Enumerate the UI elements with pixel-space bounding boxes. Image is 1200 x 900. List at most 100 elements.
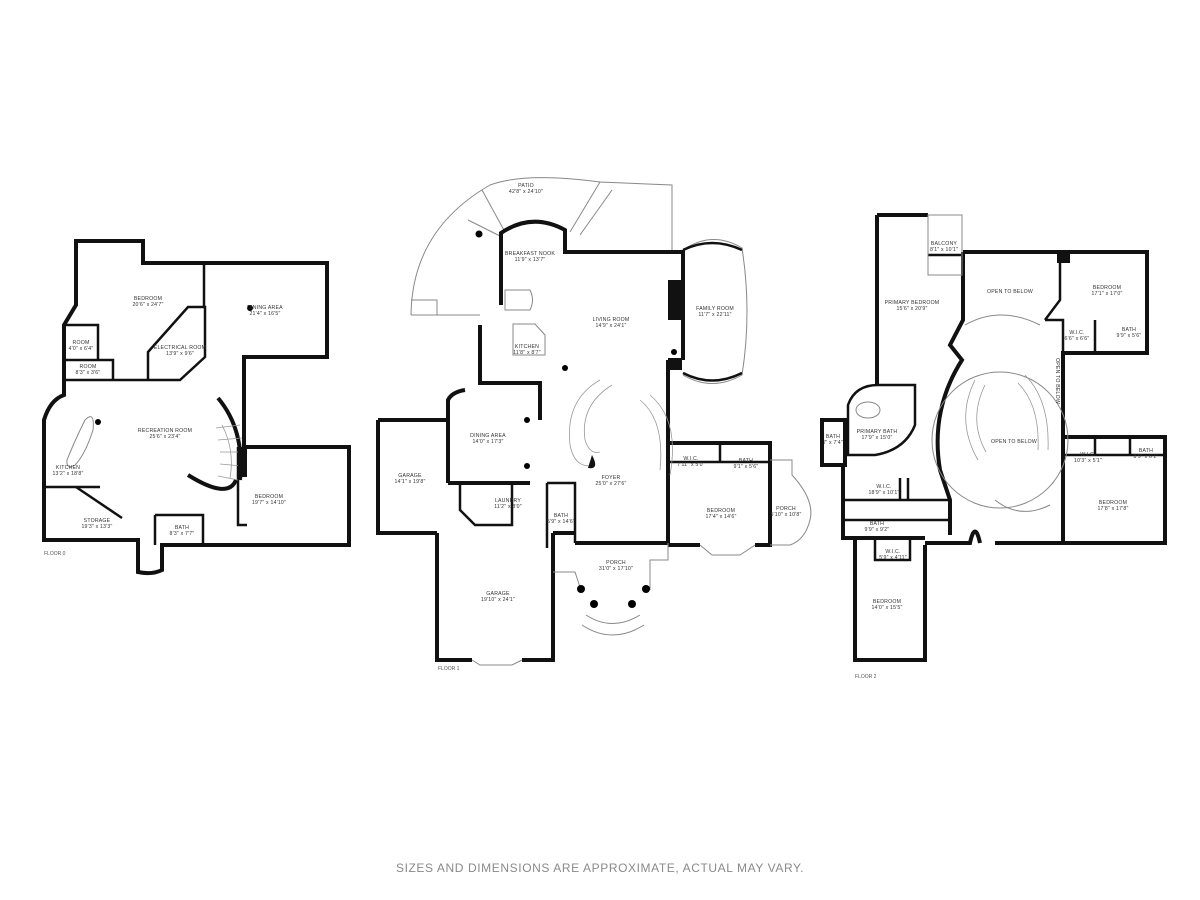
room-dims: 21'4" x 16'5" bbox=[249, 311, 280, 317]
room-name: GARAGE bbox=[486, 591, 510, 597]
room-dims: 8'1" x 10'1" bbox=[930, 247, 958, 253]
floor-1-patio-outline bbox=[410, 177, 673, 316]
floor-label: FLOOR 1 bbox=[438, 666, 460, 672]
disclaimer-text: SIZES AND DIMENSIONS ARE APPROXIMATE, AC… bbox=[395, 861, 805, 875]
room-name: FOYER bbox=[602, 475, 621, 481]
room-dims: 7' x 7'4" bbox=[823, 440, 843, 446]
floor-1-interior-walls bbox=[458, 443, 770, 548]
room-dims: 17'1" x 17'0" bbox=[1091, 291, 1122, 297]
room-dims: 31'0" x 17'10" bbox=[599, 566, 633, 572]
room-dims: 11'9" x 13'7" bbox=[515, 257, 546, 263]
floor-1-garage-bay bbox=[471, 659, 523, 666]
room-dims: 8'3" x 7'7" bbox=[170, 531, 195, 537]
floor-2-main-walls bbox=[820, 213, 1167, 662]
floor-2-primary-bath bbox=[846, 383, 917, 457]
room-name: BATH bbox=[739, 458, 753, 464]
room-name: BATH bbox=[1139, 448, 1153, 454]
room-name: W.I.C. bbox=[683, 456, 698, 462]
room-name: BATH bbox=[175, 525, 189, 531]
room-dims: 20'6" x 24'7" bbox=[132, 302, 163, 308]
floor-0-column bbox=[95, 419, 101, 425]
room-name: DINING AREA bbox=[247, 305, 283, 311]
room-dims: 25'6" x 23'4" bbox=[149, 434, 180, 440]
room-name: BEDROOM bbox=[134, 296, 162, 302]
room-name: BEDROOM bbox=[1099, 500, 1127, 506]
floor-1-porch-column bbox=[628, 600, 636, 608]
floor-2-stairs bbox=[965, 374, 1049, 461]
floor-0-stair-wall bbox=[186, 396, 243, 491]
room-name: OPEN TO BELOW bbox=[987, 289, 1033, 295]
floor-2-chimney bbox=[1057, 252, 1070, 263]
room-name: BEDROOM bbox=[873, 599, 901, 605]
floor-1-column bbox=[475, 230, 483, 238]
room-dims: 9'9" x 9'2" bbox=[865, 527, 890, 533]
floor-1-family-room bbox=[682, 239, 748, 384]
room-dims: 14'9" x 24'1" bbox=[595, 323, 626, 329]
room-name: W.I.C. bbox=[1069, 330, 1084, 336]
floor-0-stairs bbox=[215, 424, 243, 481]
room-dims: 7'11" x 5'0" bbox=[677, 462, 705, 468]
floor-1-fireplace bbox=[668, 280, 682, 320]
room-dims: 11'2" x 8'0" bbox=[494, 504, 522, 510]
room-dims: 19'10" x 24'1" bbox=[481, 597, 515, 603]
room-name: BALCONY bbox=[931, 241, 958, 247]
floor-1-stair-landing bbox=[588, 455, 596, 469]
room-name: STORAGE bbox=[84, 518, 111, 524]
room-name: LAUNDRY bbox=[495, 498, 521, 504]
floor-label: FLOOR 2 bbox=[855, 674, 877, 680]
floor-1-porch-column bbox=[590, 600, 598, 608]
floor-label: FLOOR 0 bbox=[44, 551, 66, 557]
room-dims: 10'3" x 5'1" bbox=[1074, 458, 1102, 464]
floor-0-kitchen-island bbox=[66, 416, 94, 468]
room-name: BEDROOM bbox=[1093, 285, 1121, 291]
room-name: KITCHEN bbox=[515, 344, 539, 350]
floor-1-column bbox=[524, 417, 530, 423]
room-name: GARAGE bbox=[398, 473, 422, 479]
room-dims: 9'1" x 5'6" bbox=[734, 464, 759, 470]
floor-1-porch-column bbox=[642, 585, 650, 593]
floor-1-porch-column bbox=[577, 585, 585, 593]
room-name: ELECTRICAL ROOM bbox=[154, 345, 206, 351]
floor-1-bedroom-bay bbox=[699, 544, 756, 556]
room-dims: 19'7" x 14'10" bbox=[252, 500, 286, 506]
floor-0-column bbox=[247, 305, 253, 311]
floor-1-side-porch bbox=[770, 459, 812, 546]
floor-0-interior-walls bbox=[44, 263, 247, 545]
room-dims: 5'9" x 4'11" bbox=[879, 555, 907, 561]
room-dims: 5'9" x 14'6" bbox=[547, 519, 575, 525]
room-name: FAMILY ROOM bbox=[696, 306, 734, 312]
room-dims: 19'3" x 13'3" bbox=[81, 524, 112, 530]
room-dims: 25'0" x 27'6" bbox=[595, 481, 626, 487]
floor-1-family-room-walls bbox=[682, 241, 743, 382]
floor-1-main-walls bbox=[376, 219, 772, 662]
room-name: W.I.C. bbox=[876, 484, 891, 490]
room-name: BATH bbox=[554, 513, 568, 519]
room-dims: 9'9" x 5'6" bbox=[1117, 333, 1142, 339]
room-name: BATH bbox=[1122, 327, 1136, 333]
room-name: KITCHEN bbox=[56, 465, 80, 471]
room-name: W.I.C. bbox=[1080, 452, 1095, 458]
room-dims: 14'0" x 17'3" bbox=[472, 439, 503, 445]
room-name: RECREATION ROOM bbox=[138, 428, 192, 434]
floor-0-plan: BEDROOM 20'6" x 24'7" DINING AREA 21'4" … bbox=[42, 239, 351, 576]
floor-0-outer-walls bbox=[42, 239, 351, 576]
room-name: LIVING ROOM bbox=[593, 317, 630, 323]
room-name: PRIMARY BATH bbox=[857, 429, 898, 435]
room-dims: 14'0" x 15'5" bbox=[871, 605, 902, 611]
floor-2-plan: BALCONY 8'1" x 10'1" PRIMARY BEDROOM 15'… bbox=[820, 213, 1167, 680]
room-name: W.I.C. bbox=[885, 549, 900, 555]
room-dims: 18'9" x 10'1" bbox=[868, 490, 899, 496]
floor-1-column bbox=[524, 463, 530, 469]
floor-2-interior-walls bbox=[843, 252, 1165, 562]
room-dims: 5'10" x 10'8" bbox=[770, 512, 801, 518]
room-name: OPEN TO BELOW bbox=[991, 439, 1037, 445]
room-name: BATH bbox=[826, 434, 840, 440]
room-name: PATIO bbox=[518, 183, 534, 189]
room-name: ROOM bbox=[73, 340, 90, 346]
floor-2-bathtub bbox=[855, 401, 881, 419]
room-dims: 6'6" x 6'6" bbox=[1065, 336, 1090, 342]
room-name: ROOM bbox=[80, 364, 97, 370]
floor-1-kitchen-island bbox=[504, 289, 546, 356]
room-dims: 17'9" x 15'0" bbox=[861, 435, 892, 441]
